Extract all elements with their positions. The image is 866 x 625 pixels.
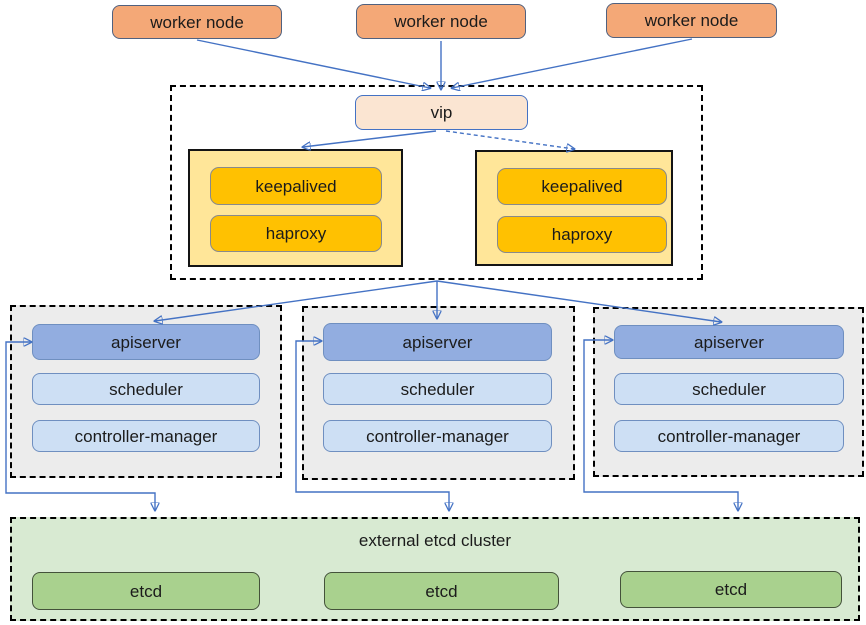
worker-node-box-1: worker node bbox=[112, 5, 282, 39]
etcd-box-3: etcd bbox=[620, 571, 842, 608]
controller-manager-box-1: controller-manager bbox=[32, 420, 260, 452]
vip-box: vip bbox=[355, 95, 528, 130]
apiserver-box-2: apiserver bbox=[323, 323, 552, 361]
connector-worker3-to-vip bbox=[452, 38, 693, 88]
apiserver-box-1: apiserver bbox=[32, 324, 260, 360]
etcd-box-2: etcd bbox=[324, 572, 559, 610]
controller-manager-box-3: controller-manager bbox=[614, 420, 844, 452]
apiserver-box-3: apiserver bbox=[614, 325, 844, 359]
etcd-box-1: etcd bbox=[32, 572, 260, 610]
scheduler-box-2: scheduler bbox=[323, 373, 552, 405]
scheduler-box-3: scheduler bbox=[614, 373, 844, 405]
worker-node-box-2: worker node bbox=[356, 4, 526, 39]
haproxy-box-1: haproxy bbox=[210, 215, 382, 252]
scheduler-box-1: scheduler bbox=[32, 373, 260, 405]
worker-node-box-3: worker node bbox=[606, 3, 777, 38]
etcd-cluster-title: external etcd cluster bbox=[358, 531, 512, 550]
haproxy-box-2: haproxy bbox=[497, 216, 667, 253]
connector-worker1-to-vip bbox=[196, 39, 430, 88]
controller-manager-box-2: controller-manager bbox=[323, 420, 552, 452]
keepalived-box-2: keepalived bbox=[497, 168, 667, 205]
keepalived-box-1: keepalived bbox=[210, 167, 382, 205]
